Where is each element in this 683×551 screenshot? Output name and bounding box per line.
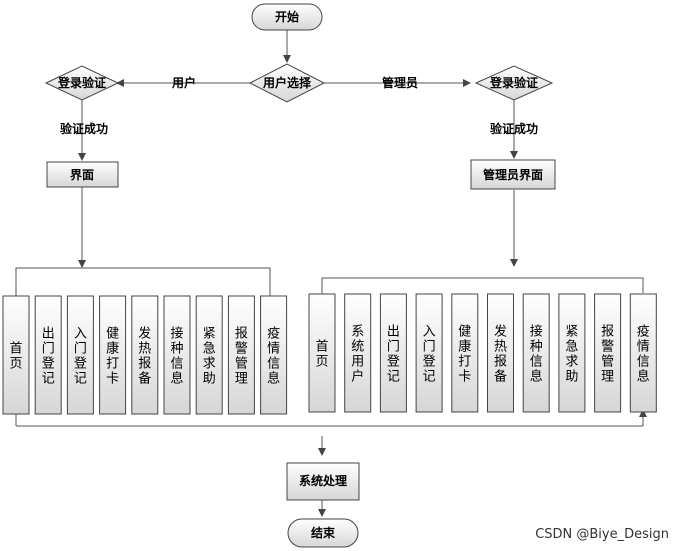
module-label: 疫情信息	[637, 324, 650, 385]
user-ui-label: 界面	[70, 167, 94, 182]
edge-label-admin: 管理员	[382, 75, 418, 90]
connectors	[15, 30, 647, 517]
module-label: 接种信息	[170, 326, 183, 387]
user-modules-bracket	[15, 267, 271, 296]
module-label: 紧急求助	[565, 325, 578, 385]
end-label: 结束	[311, 525, 336, 540]
module-label: 健康打卡	[106, 327, 119, 387]
module-label: 发热报备	[494, 324, 507, 385]
module-box	[2, 295, 30, 415]
module-label: 紧急求助	[203, 327, 216, 387]
module-box	[99, 295, 127, 415]
module-box	[34, 295, 62, 415]
login-left-label: 登录验证	[57, 75, 106, 90]
module-label: 出门登记	[42, 327, 55, 387]
module-label: 接种信息	[530, 324, 543, 385]
login-verify-left	[44, 65, 120, 101]
module-box	[415, 293, 443, 413]
watermark: CSDN @Biye_Design	[535, 527, 669, 542]
module-box	[522, 293, 550, 413]
module-label: 入门登记	[74, 327, 87, 387]
admin-ui-label: 管理员界面	[483, 167, 543, 182]
start-label: 开始	[275, 9, 299, 24]
module-box	[66, 295, 94, 415]
module-box	[163, 295, 191, 415]
module-box	[195, 295, 223, 415]
module-label: 首页	[315, 340, 328, 370]
module-box	[227, 295, 255, 415]
module-box	[131, 295, 159, 415]
module-box	[451, 293, 479, 413]
module-box	[487, 293, 514, 413]
decision-label: 用户选择	[262, 75, 312, 90]
login-verify-right	[474, 65, 554, 101]
module-label: 发热报备	[138, 326, 151, 387]
start-node	[251, 3, 323, 31]
login-right-label: 登录验证	[489, 75, 538, 90]
module-label: 疫情信息	[267, 326, 280, 387]
success-left-label: 验证成功	[60, 121, 108, 136]
success-right-label: 验证成功	[490, 121, 538, 136]
module-box	[308, 293, 336, 413]
module-box	[344, 293, 372, 413]
admin-modules-bracket	[321, 277, 644, 296]
process-label: 系统处理	[299, 473, 347, 488]
module-label: 首页	[9, 342, 22, 372]
user-modules: 首页 出门登记 入门登记 健康打卡 发热报备 接种信息 紧急求助 报警管理 疫情信息	[2, 295, 288, 415]
edge-label-user: 用户	[171, 75, 196, 90]
end-node	[287, 518, 359, 548]
admin-interface-box	[470, 159, 556, 190]
module-box	[379, 293, 407, 413]
module-label: 健康打卡	[458, 325, 471, 385]
user-choice-decision	[248, 63, 326, 103]
module-box	[558, 293, 586, 413]
module-label: 报警管理	[235, 327, 248, 387]
module-label: 出门登记	[387, 325, 400, 385]
admin-modules: 首页 系统用户 出门登记 入门登记 健康打卡 发热报备 接种信息 紧急求助 报警管理 疫情信息	[308, 293, 657, 413]
module-box	[629, 293, 657, 413]
user-interface-box	[46, 161, 119, 188]
module-label: 系统用户	[351, 325, 364, 385]
module-box	[594, 293, 622, 413]
module-box	[260, 295, 288, 415]
system-process-box	[286, 462, 360, 501]
module-label: 入门登记	[423, 325, 436, 385]
module-label: 报警管理	[601, 325, 614, 385]
